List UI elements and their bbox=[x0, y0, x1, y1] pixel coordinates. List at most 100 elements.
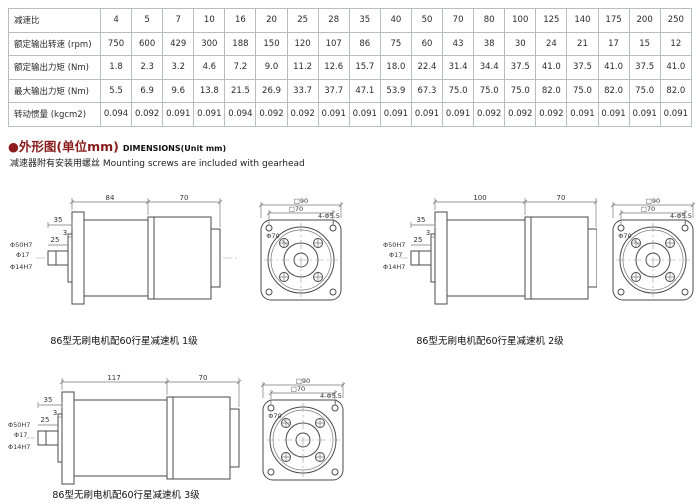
table-cell: 21.5 bbox=[224, 78, 257, 103]
table-cell: 175 bbox=[597, 8, 630, 33]
label-shaft-diameter-1: Φ17 bbox=[14, 431, 27, 439]
mounting-hole-icon bbox=[267, 404, 275, 412]
table-cell: 28 bbox=[317, 8, 350, 33]
table-cell: 43 bbox=[442, 31, 475, 56]
table-cell: 12.6 bbox=[317, 55, 350, 80]
table-cell: 86 bbox=[348, 31, 381, 56]
table-cell: 41.0 bbox=[535, 55, 568, 80]
flange-outline bbox=[260, 219, 342, 301]
table-cell: 11.2 bbox=[286, 55, 319, 80]
label-spigot-diameter: Φ50H7 bbox=[383, 241, 405, 249]
dim-square-outer: □90 bbox=[296, 377, 310, 385]
section-title-en: DIMENSIONS(Unit mm) bbox=[122, 144, 227, 153]
table-cell: 0.092 bbox=[535, 102, 568, 127]
table-cell: 0.091 bbox=[379, 102, 412, 127]
table-cell: 75.0 bbox=[504, 78, 537, 103]
gearmotor-outline bbox=[47, 211, 221, 305]
label-pilot-circle: Φ70 bbox=[266, 232, 279, 240]
table-cell: 600 bbox=[131, 31, 164, 56]
table-cell: 3.2 bbox=[162, 55, 195, 80]
label-shaft-diameter-1: Φ17 bbox=[16, 251, 29, 259]
dim-boss: 3 bbox=[53, 409, 57, 417]
label-spigot-diameter: Φ50H7 bbox=[8, 421, 30, 429]
table-cell: 0.092 bbox=[473, 102, 506, 127]
row-label: 额定输出力矩 (Nm) bbox=[8, 55, 101, 80]
drawing-caption-stage3: 86型无刷电机配60行星减速机 3级 bbox=[52, 490, 200, 501]
table-cell: 17 bbox=[597, 31, 630, 56]
table-cell: 15.7 bbox=[348, 55, 381, 80]
table-cell: 0.091 bbox=[597, 102, 630, 127]
side-view-stage3: 117 70 35 3 25 Φ50H7 Φ17 Φ14H7 bbox=[8, 374, 242, 485]
table-cell: 0.092 bbox=[286, 102, 319, 127]
table-cell: 31.4 bbox=[442, 55, 475, 80]
dim-hole-pitch: □70 bbox=[291, 385, 305, 393]
table-cell: 6.9 bbox=[131, 78, 164, 103]
section-title-cn: ●外形图(单位mm) bbox=[8, 139, 119, 154]
table-cell: 0.092 bbox=[131, 102, 164, 127]
table-cell: 37.5 bbox=[566, 55, 599, 80]
table-cell: 12 bbox=[659, 31, 693, 56]
table-cell: 120 bbox=[286, 31, 319, 56]
table-cell: 67.3 bbox=[410, 78, 444, 103]
table-cell: 34.4 bbox=[473, 55, 506, 80]
side-view-stage1: 84 70 35 3 25 Φ50H7 Φ17 Φ14H7 bbox=[10, 194, 238, 305]
table-cell: 75 bbox=[379, 31, 412, 56]
dim-square-outer: □90 bbox=[294, 197, 308, 205]
table-cell: 60 bbox=[410, 31, 444, 56]
table-cell: 35 bbox=[348, 8, 381, 33]
table-cell: 22.4 bbox=[410, 55, 444, 80]
label-pilot-circle: Φ70 bbox=[268, 412, 281, 420]
table-cell: 75.0 bbox=[473, 78, 506, 103]
label-spigot-diameter: Φ50H7 bbox=[10, 241, 32, 249]
table-cell: 0.091 bbox=[566, 102, 599, 127]
table-cell: 5 bbox=[131, 8, 164, 33]
dimensions: 117 70 35 3 25 Φ50H7 Φ17 Φ14H7 bbox=[8, 374, 242, 451]
dim-shaft-length: 25 bbox=[51, 236, 60, 244]
dimensions: 84 70 35 3 25 Φ50H7 Φ17 Φ14H7 bbox=[10, 194, 223, 271]
gearmotor-outline bbox=[37, 391, 240, 485]
table-cell: 13.8 bbox=[193, 78, 226, 103]
bullet-icon: ● bbox=[8, 139, 19, 154]
front-view-stage3: □90 □70 Φ70 4-Φ5.5 bbox=[260, 377, 346, 481]
dim-protrusion: 35 bbox=[44, 396, 53, 404]
table-cell: 24 bbox=[535, 31, 568, 56]
dim-square-outer: □90 bbox=[646, 197, 660, 205]
table-cell: 0.091 bbox=[442, 102, 475, 127]
table-cell: 82.0 bbox=[597, 78, 630, 103]
table-cell: 4.6 bbox=[193, 55, 226, 80]
table-cell: 188 bbox=[224, 31, 257, 56]
table-cell: 75.0 bbox=[628, 78, 661, 103]
table-cell: 38 bbox=[473, 31, 506, 56]
drawing-caption-stage2: 86型无刷电机配60行星减速机 2级 bbox=[416, 336, 564, 347]
table-cell: 47.1 bbox=[348, 78, 381, 103]
table-cell: 9.6 bbox=[162, 78, 195, 103]
dim-boss: 3 bbox=[63, 229, 67, 237]
section-header: ●外形图(单位mm) DIMENSIONS(Unit mm) bbox=[8, 136, 226, 155]
label-shaft-diameter-2: Φ14H7 bbox=[10, 263, 32, 271]
table-cell: 21 bbox=[566, 31, 599, 56]
mounting-hole-icon bbox=[617, 288, 625, 296]
table-cell: 0.091 bbox=[193, 102, 226, 127]
table-cell: 16 bbox=[224, 8, 257, 33]
dim-shaft-length: 25 bbox=[41, 416, 50, 424]
table-cell: 1.8 bbox=[99, 55, 133, 80]
front-view-stage2: □90 □70 Φ70 4-Φ5.5 bbox=[610, 197, 696, 301]
table-cell: 53.9 bbox=[379, 78, 412, 103]
dim-motor-length: 70 bbox=[180, 194, 189, 202]
label-pilot-circle: Φ70 bbox=[618, 232, 631, 240]
table-cell: 0.091 bbox=[659, 102, 693, 127]
table-cell: 7.2 bbox=[224, 55, 257, 80]
table-cell: 7 bbox=[162, 8, 195, 33]
mounting-hole-icon bbox=[617, 224, 625, 232]
drawing-caption-stage1: 86型无刷电机配60行星减速机 1级 bbox=[50, 336, 198, 347]
table-cell: 40 bbox=[379, 8, 412, 33]
dimensions: 100 70 35 3 25 Φ50H7 Φ17 Φ14H7 bbox=[383, 194, 597, 271]
label-mounting-holes: 4-Φ5.5 bbox=[670, 212, 692, 220]
table-cell: 41.0 bbox=[659, 55, 693, 80]
mounting-hole-icon bbox=[329, 288, 337, 296]
